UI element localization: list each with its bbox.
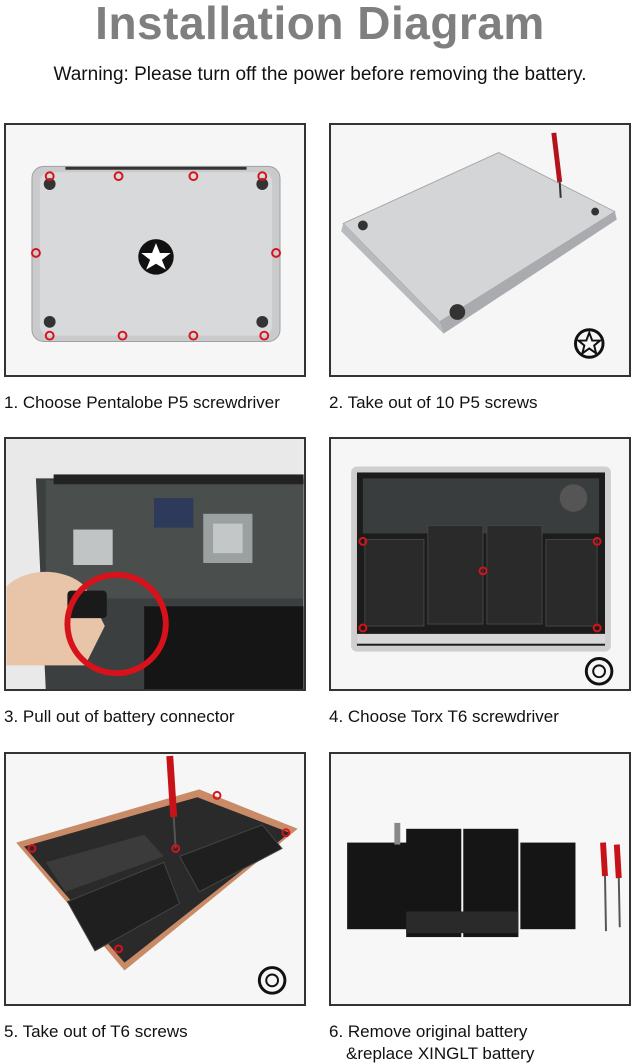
step-3-caption: 3. Pull out of battery connector <box>4 707 235 726</box>
step-4-caption: 4. Choose Torx T6 screwdriver <box>329 707 559 726</box>
step-6-image <box>329 752 631 1006</box>
step-4-image <box>329 437 631 691</box>
step-5-image <box>4 752 306 1006</box>
warning-text: Warning: Please turn off the power befor… <box>53 64 587 85</box>
step-2-caption: 2. Take out of 10 P5 screws <box>329 393 538 412</box>
page-title: Installation Diagram <box>95 0 545 49</box>
step-6-caption: 6. Remove original battery <box>329 1022 528 1041</box>
step-3-image <box>4 437 306 691</box>
step-5-caption: 5. Take out of T6 screws <box>4 1022 188 1041</box>
step-2-image <box>329 123 631 377</box>
step-1-caption: 1. Choose Pentalobe P5 screwdriver <box>4 393 280 412</box>
step-1-image <box>4 123 306 377</box>
step-6-caption-line2: &replace XINGLT battery <box>346 1044 535 1063</box>
